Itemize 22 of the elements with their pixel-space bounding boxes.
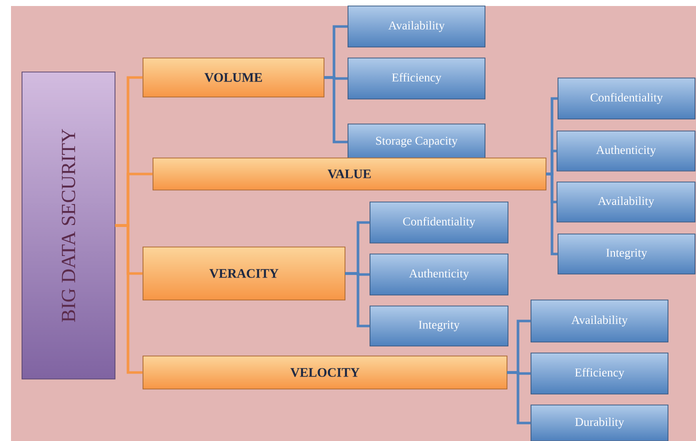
attribute-box: Availability (556, 182, 696, 222)
attribute-box: Availability (348, 6, 486, 48)
category-box: VELOCITY (142, 356, 508, 390)
attribute-box: Durability (530, 404, 668, 441)
attribute-box: Confidentiality (370, 202, 508, 244)
attribute-box: Availability (530, 300, 668, 342)
connector (115, 224, 143, 374)
attribute-box: Authenticity (556, 130, 696, 172)
category-box: VOLUME (142, 58, 324, 98)
attribute-box: Efficiency (530, 352, 668, 394)
connector (546, 172, 558, 256)
connector (345, 272, 370, 328)
attribute-box: Integrity (558, 234, 696, 274)
category-box: VERACITY (142, 246, 346, 300)
connector (507, 371, 531, 424)
attribute-box: Efficiency (348, 58, 486, 100)
attribute-box: Confidentiality (558, 78, 696, 120)
attribute-box: Authenticity (370, 254, 508, 296)
connector (324, 76, 348, 144)
title-box: BIG DATA SECURITY (22, 72, 116, 380)
attribute-box: Integrity (370, 306, 508, 346)
attribute-box: Storage Capacity (348, 124, 486, 160)
